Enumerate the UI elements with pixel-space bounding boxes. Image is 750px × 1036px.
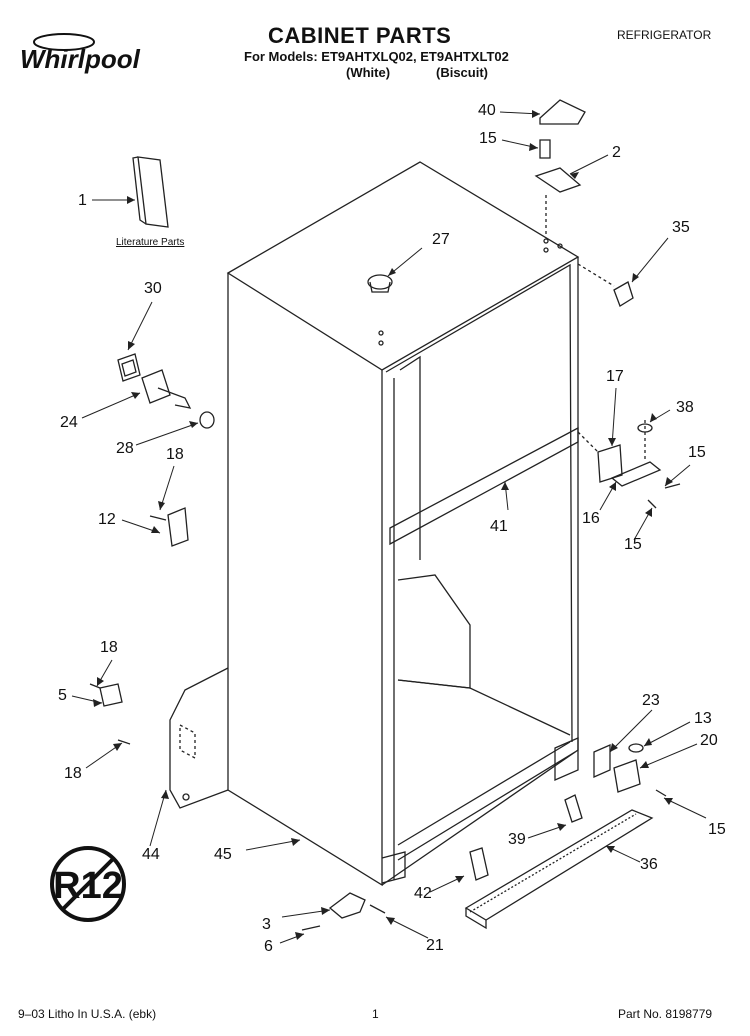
callout-24: 24: [60, 414, 78, 431]
callout-17: 17: [606, 368, 624, 385]
callout-36: 36: [640, 856, 658, 873]
callout-28: 28: [116, 440, 134, 457]
variant-white: (White): [346, 65, 391, 80]
category-label: REFRIGERATOR: [617, 28, 712, 42]
literature-parts-label: Literature Parts: [116, 237, 185, 248]
callout-21: 21: [426, 937, 444, 954]
callout-13: 13: [694, 710, 712, 727]
callout-41: 41: [490, 518, 508, 535]
callout-3: 3: [262, 916, 271, 933]
callout-15: 15: [479, 130, 497, 147]
callout-2: 2: [612, 144, 621, 161]
callout-45: 45: [214, 846, 232, 863]
badge-text: R12: [53, 865, 123, 907]
brand-name: Whirlpool: [20, 44, 141, 74]
callout-44: 44: [142, 846, 160, 863]
r12-prohibited-badge: R12: [50, 846, 126, 922]
footer-page-number: 1: [372, 1007, 379, 1021]
footer-litho: 9–03 Litho In U.S.A. (ebk): [18, 1007, 157, 1021]
callout-18: 18: [64, 765, 82, 782]
callout-15: 15: [708, 821, 726, 838]
callout-15: 15: [624, 536, 642, 553]
callout-27: 27: [432, 231, 450, 248]
callout-20: 20: [700, 732, 718, 749]
variant-biscuit: (Biscuit): [436, 65, 488, 80]
callout-42: 42: [414, 885, 432, 902]
callout-15: 15: [688, 444, 706, 461]
callout-35: 35: [672, 219, 690, 236]
callout-40: 40: [478, 102, 496, 119]
callout-16: 16: [582, 510, 600, 527]
callout-5: 5: [58, 687, 67, 704]
callout-18: 18: [100, 639, 118, 656]
callout-18: 18: [166, 446, 184, 463]
callout-39: 39: [508, 831, 526, 848]
brand-logo: Whirlpool: [16, 30, 156, 76]
callout-23: 23: [642, 692, 660, 709]
callout-1: 1: [78, 192, 87, 209]
page-title: CABINET PARTS: [268, 23, 452, 48]
footer-part-number: Part No. 8198779: [618, 1007, 713, 1021]
models-line: For Models: ET9AHTXLQ02, ET9AHTXLT02: [244, 49, 509, 64]
callout-12: 12: [98, 511, 116, 528]
callout-6: 6: [264, 938, 273, 955]
callout-38: 38: [676, 399, 694, 416]
callout-30: 30: [144, 280, 162, 297]
